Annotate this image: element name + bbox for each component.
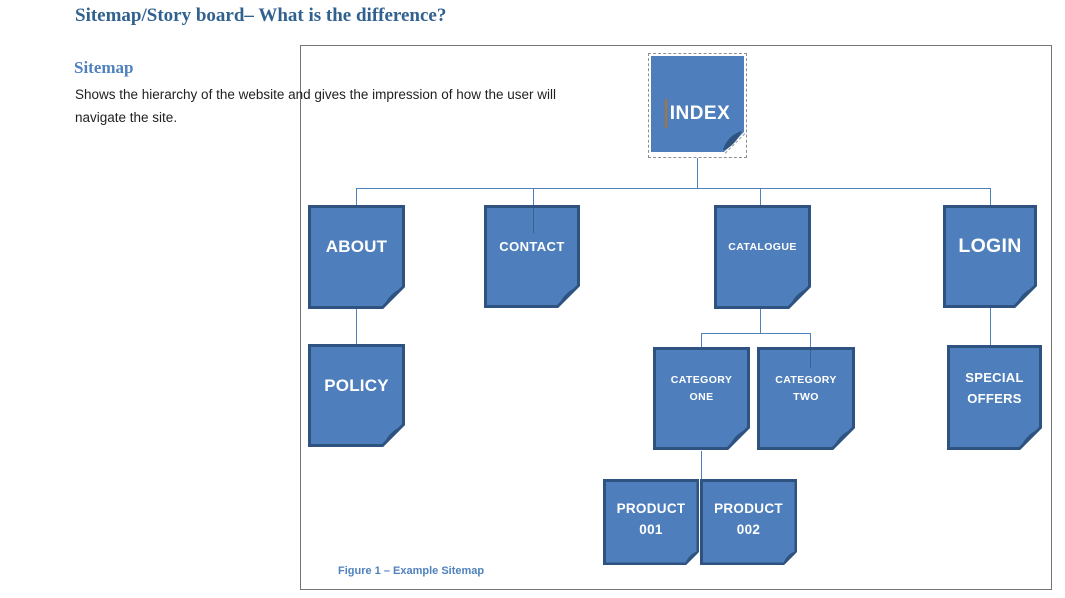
note-face bbox=[606, 482, 697, 563]
sitemap-node-category-one[interactable]: CATEGORY ONE bbox=[653, 347, 750, 450]
sitemap-node-about[interactable]: ABOUT bbox=[308, 205, 405, 309]
note-face bbox=[487, 208, 577, 305]
sitemap-node-contact[interactable]: CONTACT bbox=[484, 205, 580, 308]
node-label: PRODUCT bbox=[714, 501, 783, 516]
sitemap-node-special-offers[interactable]: SPECIAL OFFERS bbox=[947, 345, 1042, 450]
node-label: CATEGORY bbox=[775, 373, 837, 386]
folded-corner-icon bbox=[722, 130, 742, 150]
node-label: OFFERS bbox=[967, 390, 1022, 406]
folded-corner-icon bbox=[382, 424, 405, 447]
sitemap-node-index[interactable]: INDEX bbox=[648, 53, 747, 158]
node-label: 001 bbox=[639, 522, 663, 537]
node-label: INDEX bbox=[669, 102, 731, 124]
note-face bbox=[760, 350, 852, 447]
note-face bbox=[950, 348, 1039, 447]
node-label: SPECIAL bbox=[965, 369, 1024, 385]
connector-line bbox=[810, 333, 811, 348]
figure-caption: Figure 1 – Example Sitemap bbox=[338, 565, 485, 577]
node-label: ABOUT bbox=[325, 237, 388, 256]
folded-corner-icon bbox=[1014, 285, 1037, 308]
sitemap-node-catalogue[interactable]: CATALOGUE bbox=[714, 205, 811, 309]
note-face bbox=[311, 208, 402, 306]
section-heading: Sitemap bbox=[74, 58, 134, 77]
node-label: ONE bbox=[689, 390, 714, 403]
folded-corner-icon bbox=[1019, 427, 1042, 450]
sitemap-node-policy[interactable]: POLICY bbox=[308, 344, 405, 447]
folded-corner-icon bbox=[788, 286, 811, 309]
connector-line bbox=[760, 309, 761, 334]
connector-line bbox=[356, 188, 357, 206]
connector-line bbox=[701, 333, 702, 348]
text-cursor bbox=[664, 99, 667, 128]
page-title: Sitemap/Story board– What is the differe… bbox=[75, 5, 447, 26]
folded-corner-icon bbox=[782, 550, 797, 565]
note-face bbox=[311, 347, 402, 444]
body-paragraph: Shows the hierarchy of the website and g… bbox=[75, 87, 556, 125]
note-face bbox=[703, 482, 795, 563]
connector-line bbox=[533, 205, 534, 233]
connector-line bbox=[697, 158, 698, 189]
node-label: POLICY bbox=[324, 375, 389, 395]
node-label: CATEGORY bbox=[670, 373, 733, 386]
folded-corner-icon bbox=[684, 550, 699, 565]
folded-corner-icon bbox=[557, 285, 580, 308]
folded-corner-icon bbox=[832, 427, 855, 450]
node-label: TWO bbox=[793, 390, 819, 403]
sitemap-node-login[interactable]: LOGIN bbox=[943, 205, 1037, 308]
sitemap-node-product-002[interactable]: PRODUCT 002 bbox=[700, 479, 797, 565]
node-label: 002 bbox=[736, 522, 761, 537]
folded-corner-icon bbox=[382, 286, 405, 309]
connector-line bbox=[533, 188, 534, 206]
connector-line bbox=[760, 188, 761, 206]
connector-line bbox=[701, 333, 811, 334]
connector-line bbox=[356, 188, 991, 189]
folded-corner-icon bbox=[727, 427, 750, 450]
connector-line bbox=[701, 451, 702, 479]
note-face bbox=[717, 208, 808, 306]
connector-line bbox=[810, 347, 811, 368]
sitemap-node-product-001[interactable]: PRODUCT 001 bbox=[603, 479, 699, 565]
connector-line bbox=[990, 308, 991, 346]
node-label: CATALOGUE bbox=[728, 241, 797, 253]
node-label: CONTACT bbox=[499, 239, 565, 254]
note-face bbox=[656, 350, 747, 447]
note-face bbox=[946, 208, 1034, 305]
sitemap-node-category-two[interactable]: CATEGORY TWO bbox=[757, 347, 855, 450]
node-label: PRODUCT bbox=[616, 501, 686, 516]
connector-line bbox=[990, 188, 991, 206]
diagram-frame bbox=[300, 45, 1052, 590]
node-label: LOGIN bbox=[958, 235, 1022, 257]
connector-line bbox=[356, 309, 357, 344]
